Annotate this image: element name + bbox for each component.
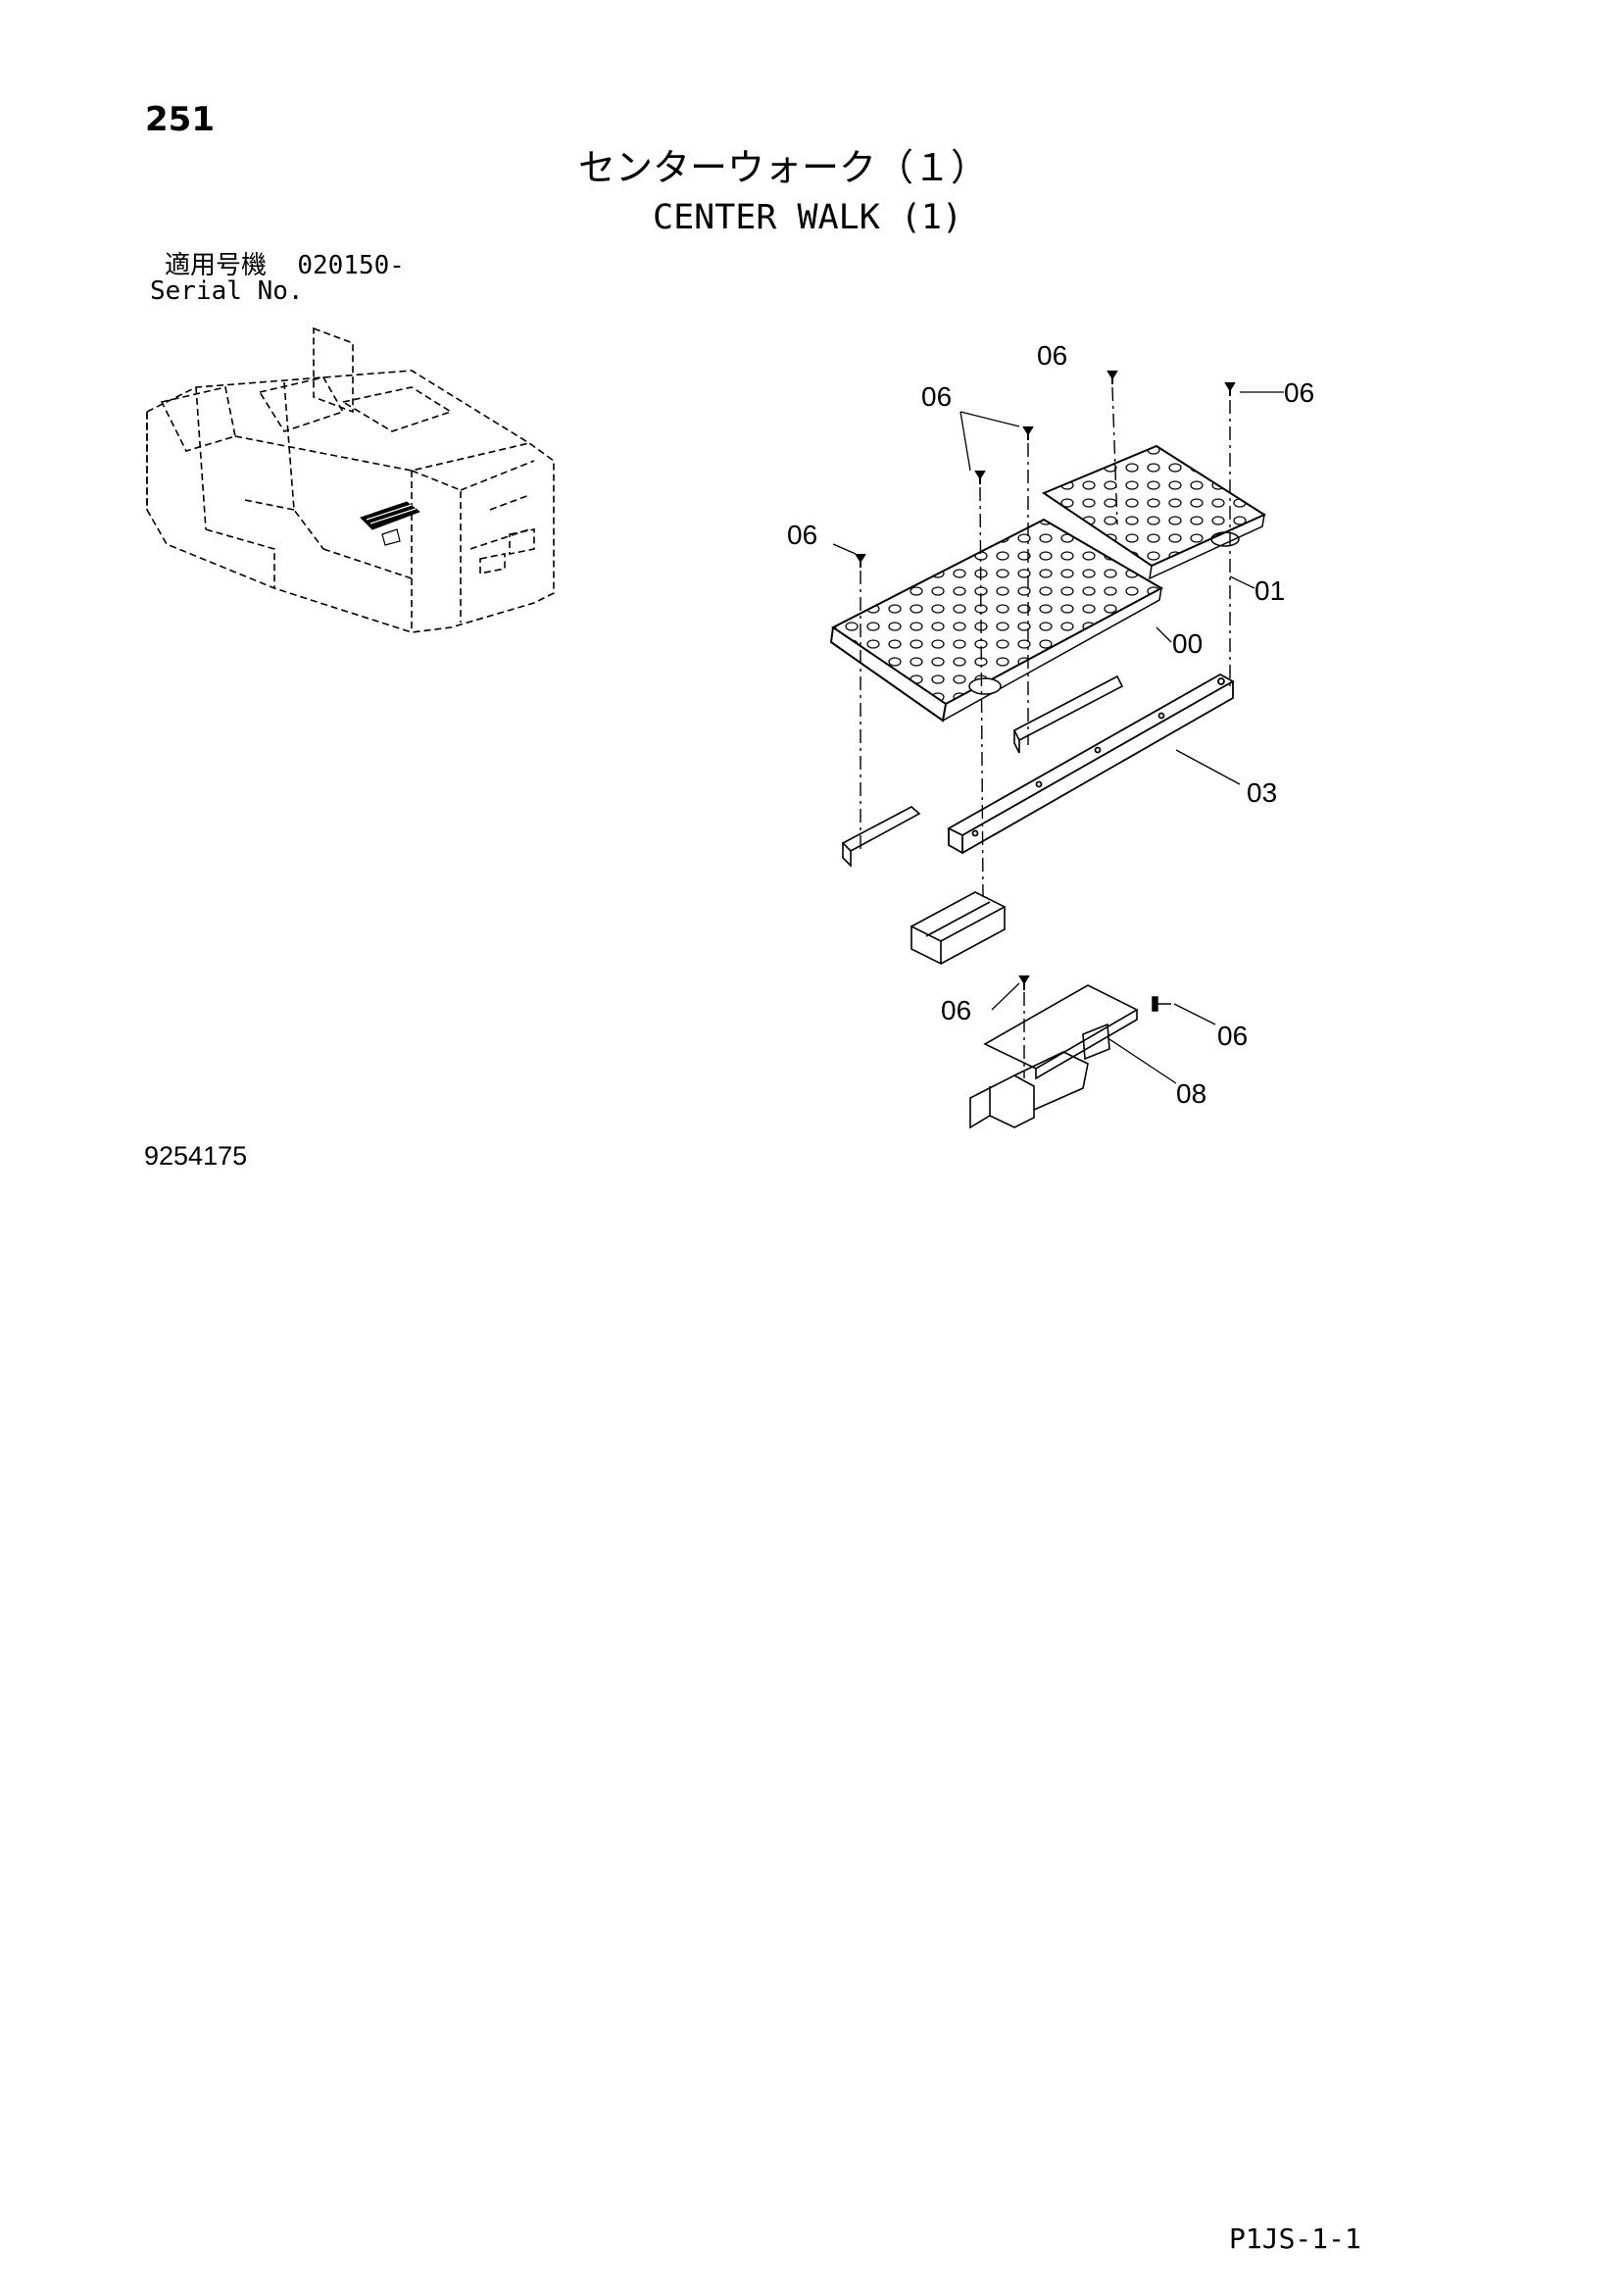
callout-01: 01 xyxy=(1254,575,1285,606)
serial-info-japanese: 適用号機 020150- xyxy=(165,253,405,278)
box-bracket xyxy=(910,891,1007,966)
callout-03: 03 xyxy=(1247,777,1277,808)
callout-leaders xyxy=(832,391,1284,1084)
grating-part-01 xyxy=(1041,444,1267,580)
serial-label-english: Serial No. xyxy=(150,276,304,306)
plate-part-08 xyxy=(969,984,1139,1129)
page-number: 251 xyxy=(145,100,215,139)
page-title-english: CENTER WALK (1) xyxy=(653,198,963,237)
serial-label-japanese: 適用号機 xyxy=(165,251,268,280)
channel-part-03 xyxy=(947,673,1235,855)
page-code: P1JS-1-1 xyxy=(1229,2222,1361,2255)
support-bracket-right xyxy=(1012,674,1124,754)
callout-06-lower-right: 06 xyxy=(1217,1021,1248,1051)
grating-part-00 xyxy=(829,518,1164,723)
callout-06-top: 06 xyxy=(1037,340,1067,371)
callout-06-lower-left: 06 xyxy=(941,995,971,1025)
callout-06-top-right: 06 xyxy=(1284,377,1314,408)
assembly-lines xyxy=(860,386,1231,1078)
serial-value: 020150- xyxy=(297,251,405,280)
callout-06-upper-left: 06 xyxy=(921,381,952,412)
bolt-icons xyxy=(855,370,1236,1012)
support-bracket-left xyxy=(841,806,921,868)
page-title-japanese: センターウォーク（１） xyxy=(578,146,989,189)
callout-00: 00 xyxy=(1172,628,1203,659)
callout-06-left: 06 xyxy=(787,520,817,550)
drawing-number: 9254175 xyxy=(144,1141,248,1171)
callout-08: 08 xyxy=(1176,1078,1206,1109)
